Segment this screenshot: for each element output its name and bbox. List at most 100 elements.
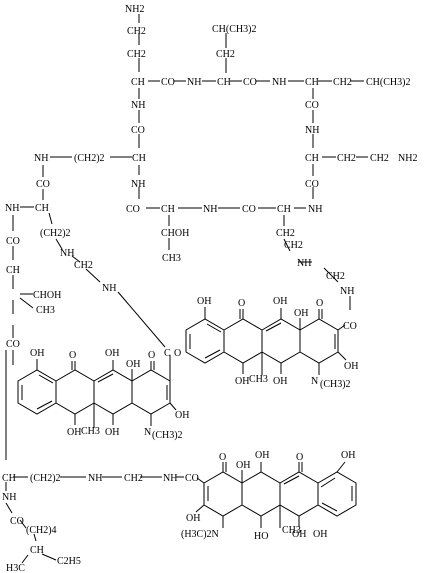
label: CO [305,100,319,111]
label: OH [105,427,119,438]
label: NH [102,283,116,294]
label: CH3 [249,374,268,385]
label: CO [126,204,140,215]
label: CO [131,125,145,136]
label: OH [197,296,211,307]
label: (CH3)2 [320,379,351,390]
label: CH2 [276,228,295,239]
label: OH [344,361,358,372]
label: O [174,348,181,359]
label: CH(CH3)2 [212,24,256,35]
label: CH [2,473,16,484]
label: CHOH [161,228,189,239]
label: NH [187,77,201,88]
label: CHOH [33,290,61,301]
label: CO [185,473,199,484]
label: NH [163,473,177,484]
label: CH [161,204,175,215]
label: CO [161,77,175,88]
label: (CH2)2 [40,228,71,239]
label: NH2 [398,153,417,164]
label: CO [6,339,20,350]
label: OH [341,450,355,461]
label: O [238,298,245,309]
label: (CH2)4 [26,525,57,536]
label: OH [235,376,249,387]
label: CO [305,179,319,190]
label: NH [88,473,102,484]
label: (CH2)2 [74,153,105,164]
label: OH [292,529,306,540]
label: CH [132,153,146,164]
label: OH [67,427,81,438]
label: CH2 [284,240,303,251]
label: N [144,427,151,438]
label: C [164,348,171,359]
label: NH2 [125,4,144,15]
label: O [296,452,303,463]
label: OH [255,450,269,461]
label: NH [5,203,19,214]
label: CH [35,203,49,214]
ring-system-left [17,355,177,428]
label: CH2 [124,473,143,484]
label: (CH2)2 [30,473,61,484]
label: CH3 [36,305,55,316]
ring-system-lower [195,461,357,528]
label: CH3 [282,525,301,536]
label: NH [2,492,16,503]
label: CH2 [216,49,235,60]
label: CH2 [370,153,389,164]
label: CH2 [326,271,345,282]
label: NH [131,100,145,111]
label: OH [294,308,308,319]
label: CH [305,77,319,88]
label: CH2 [127,49,146,60]
label: CH [305,153,319,164]
label: O [69,350,76,361]
label: CH [131,77,145,88]
label: CH(CH3)2 [366,77,410,88]
label: OH [105,348,119,359]
label: (H3C)2N [181,529,219,540]
label: NH [60,248,74,259]
label: C2H5 [57,556,81,567]
label: CO [10,516,24,527]
label: CO [242,204,256,215]
label: CH [277,204,291,215]
label: CO [36,179,50,190]
label: O [316,298,323,309]
label: OH [273,296,287,307]
label: HO [254,531,268,542]
label: OH [30,348,44,359]
label: NH [131,179,145,190]
atom-labels: NH2 CH(CH3)2 CH2 CH2 CH CO NH CH CO NH C… [2,4,417,573]
label: CH2 [333,77,352,88]
label: H3C [6,563,25,573]
label: NH [34,153,48,164]
label: NH [308,204,322,215]
label: O [148,350,155,361]
label: NH [305,125,319,136]
label: NH [203,204,217,215]
label: OH [186,513,200,524]
label: CO [343,321,357,332]
label: CO [243,77,257,88]
ring-system-right [185,307,347,375]
label: CH3 [162,253,181,264]
label: OH [273,376,287,387]
label: N [311,376,318,387]
label: NH [340,286,354,297]
label: OH [236,460,250,471]
label: OH [175,410,189,421]
label: NH [297,258,311,269]
label: CH2 [337,153,356,164]
label: CH [30,545,44,556]
label: OH [126,359,140,370]
label: (CH3)2 [152,430,183,441]
label: CO [6,236,20,247]
label: CH [6,265,20,276]
label: OH [313,529,327,540]
